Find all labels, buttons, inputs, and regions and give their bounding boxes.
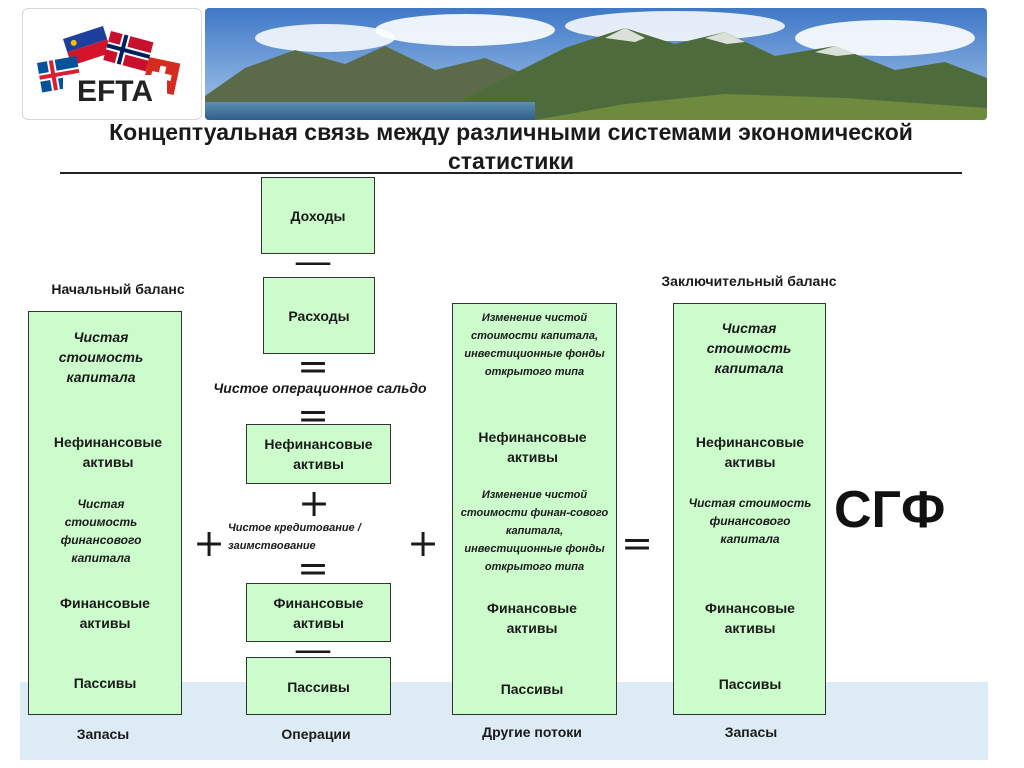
closing-nonfinancial-assets: Нефинансовые активы: [695, 434, 805, 470]
closing-balance-header: Заключительный баланс: [661, 273, 837, 289]
minus-operator-1: —: [294, 239, 332, 283]
other-flows-liabilities: Пассивы: [500, 681, 564, 697]
sgf-label: СГФ: [834, 481, 946, 539]
equals-operator-3: =: [297, 546, 329, 590]
net-operating-balance: Чистое операционное сальдо: [213, 380, 427, 396]
landscape-banner: [205, 8, 987, 120]
closing-liabilities: Пассивы: [718, 676, 782, 692]
footer-operations: Операции: [281, 726, 351, 742]
transactions-nonfinancial-box: [246, 424, 391, 484]
logo-text: EFTA: [76, 75, 154, 108]
other-flows-nonfinancial-assets: Нефинансовые активы: [478, 429, 587, 465]
equals-operator-right: =: [621, 521, 653, 565]
closing-balance-box: [673, 303, 826, 715]
transactions-liabilities-box: [246, 657, 391, 715]
opening-nonfinancial-assets: Нефинансовые активы: [53, 434, 163, 470]
footer-other-flows: Другие потоки: [482, 724, 582, 740]
footer-stocks-left: Запасы: [76, 726, 130, 742]
opening-net-financial-worth: Чистая стоимость финансового капитала: [60, 497, 142, 565]
change-net-financial-worth: Изменение чистой стоимости финан-сового …: [460, 489, 609, 573]
transactions-financial-assets: Финансовые активы: [273, 595, 364, 631]
other-flows-financial-assets: Финансовые активы: [487, 600, 577, 636]
change-net-worth: Изменение чистой стоимости капитала, инв…: [464, 312, 605, 378]
slide-title: Концептуальная связь между различными си…: [109, 119, 913, 174]
opening-liabilities: Пассивы: [73, 675, 137, 691]
opening-financial-assets: Финансовые активы: [60, 595, 150, 631]
opening-net-worth: Чистая стоимость капитала: [58, 329, 144, 385]
plus-operator-right: +: [407, 521, 439, 565]
transactions-liabilities: Пассивы: [287, 679, 350, 695]
expense-box: [263, 277, 375, 354]
revenue-label: Доходы: [290, 208, 346, 224]
other-flows-box: [452, 303, 617, 715]
transactions-nonfinancial-assets: Нефинансовые активы: [264, 436, 373, 472]
title-underline: [60, 172, 962, 174]
closing-financial-assets: Финансовые активы: [705, 600, 795, 636]
net-lending-borrowing: Чистое кредитование /заимствование: [228, 522, 361, 552]
efta-logo: EFTA: [22, 8, 202, 120]
opening-balance-box: [28, 311, 182, 715]
closing-net-worth: Чистая стоимость капитала: [706, 320, 792, 376]
closing-net-financial-worth: Чистая стоимость финансового капитала: [688, 496, 812, 546]
transactions-financial-box: [246, 583, 391, 642]
expense-label: Расходы: [288, 308, 350, 324]
plus-operator-center: +: [298, 481, 330, 525]
footer-stocks-right: Запасы: [724, 724, 778, 740]
plus-operator-left: +: [193, 521, 225, 565]
revenue-box: [261, 177, 375, 254]
equals-operator-1: =: [297, 344, 329, 388]
opening-balance-header: Начальный баланс: [51, 281, 185, 297]
flags-icon: [37, 26, 181, 109]
